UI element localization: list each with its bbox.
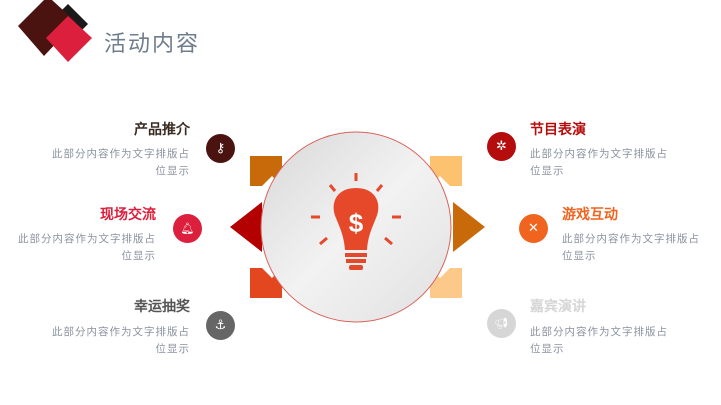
item-title: 产品推介 <box>134 122 190 138</box>
item-body: 此部分内容作为文字排版占位显示 <box>52 148 190 177</box>
page-title: 活动内容 <box>104 32 201 57</box>
key-icon[interactable]: ⚷ <box>206 134 235 163</box>
lightbulb-icon <box>311 173 401 270</box>
arrow-left <box>230 202 262 252</box>
dollar-sign: $ <box>349 208 364 238</box>
item-body: 此部分内容作为文字排版占位显示 <box>530 148 668 177</box>
sparkle-icon[interactable]: ✲ <box>487 132 516 161</box>
item-body: 此部分内容作为文字排版占位显示 <box>52 326 190 355</box>
anchor-icon[interactable]: ⚓︎ <box>206 311 235 340</box>
item-body: 此部分内容作为文字排版占位显示 <box>530 326 668 355</box>
item-title: 游戏互动 <box>562 207 618 223</box>
bell-icon[interactable]: 🔔︎ <box>173 214 202 243</box>
item-title: 节目表演 <box>530 122 586 138</box>
item-title: 幸运抽奖 <box>134 299 190 315</box>
logo-diamonds <box>18 0 92 62</box>
item-body: 此部分内容作为文字排版占位显示 <box>562 233 700 262</box>
arrow-right <box>453 202 485 252</box>
item-body: 此部分内容作为文字排版占位显示 <box>18 233 156 262</box>
item-title: 嘉宾演讲 <box>530 299 586 315</box>
item-title: 现场交流 <box>100 207 156 223</box>
megaphone-icon[interactable]: 📢︎ <box>487 309 516 338</box>
cross-icon[interactable]: ✕ <box>519 214 548 243</box>
